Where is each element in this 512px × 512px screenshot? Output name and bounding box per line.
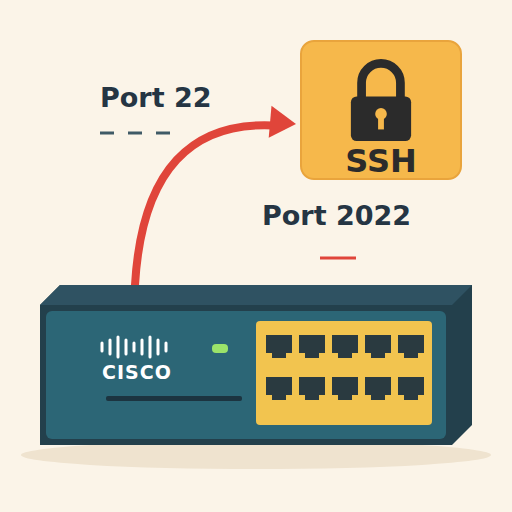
- arrow-line: [135, 125, 282, 285]
- ethernet-port: [398, 377, 424, 400]
- logo-bar: [117, 337, 120, 357]
- ssh-box: SSH: [300, 40, 462, 180]
- ethernet-port: [332, 335, 358, 358]
- ethernet-port: [398, 335, 424, 358]
- cisco-switch: CISCO: [40, 285, 472, 445]
- curved-arrow: [135, 106, 296, 285]
- arrow-head: [269, 106, 296, 138]
- brand-label: CISCO: [102, 361, 172, 383]
- port-label: Port 22: [100, 82, 212, 113]
- switch-top: [40, 285, 472, 305]
- switch-front: [46, 311, 446, 439]
- logo-bar: [109, 340, 112, 354]
- lock-shackle: [362, 63, 401, 98]
- box-label: SSH: [302, 142, 460, 180]
- ethernet-port: [266, 335, 292, 358]
- logo-bar: [141, 340, 144, 354]
- logo-bar: [133, 343, 136, 351]
- port-label: Port 2022: [262, 200, 411, 231]
- slot: [106, 396, 242, 401]
- logo-bar: [125, 340, 128, 354]
- logo-bar: [149, 337, 152, 357]
- ethernet-port: [299, 377, 325, 400]
- ethernet-port: [299, 335, 325, 358]
- logo-bar: [101, 343, 104, 351]
- port-panel: [256, 321, 432, 425]
- lock-body: [351, 96, 411, 141]
- status-led: [212, 344, 228, 353]
- ethernet-port: [365, 377, 391, 400]
- logo-bar: [157, 340, 160, 354]
- red-underline: [320, 257, 356, 260]
- switch-casing: [40, 285, 472, 445]
- keyhole: [378, 116, 384, 130]
- ethernet-port: [332, 377, 358, 400]
- ethernet-port: [365, 335, 391, 358]
- dash-underline: [100, 132, 170, 135]
- logo-bar: [165, 343, 168, 351]
- shadow: [21, 441, 491, 469]
- ethernet-port: [266, 377, 292, 400]
